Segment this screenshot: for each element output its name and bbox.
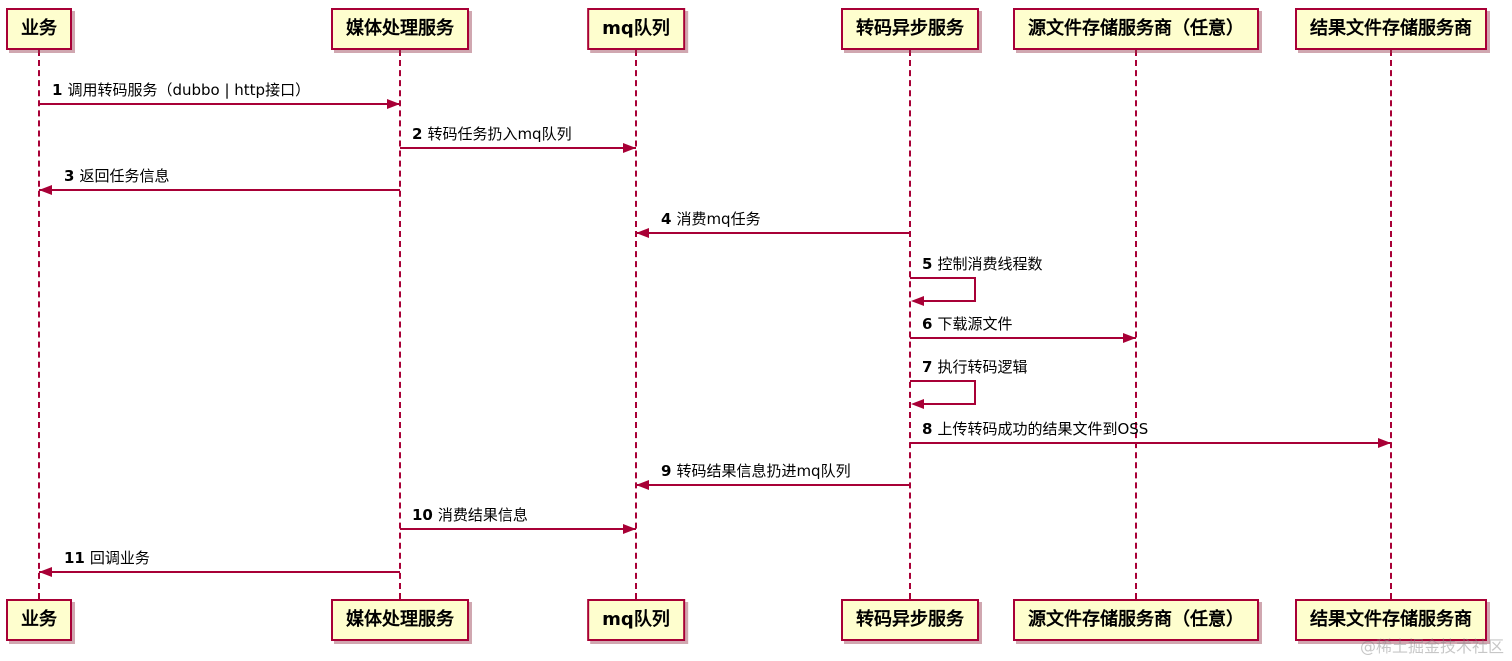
participant-mq-queue-bottom: mq队列 <box>587 599 685 641</box>
participant-transcode-async-service-bottom: 转码异步服务 <box>841 599 979 641</box>
participant-media-service-top: 媒体处理服务 <box>331 8 469 50</box>
message-7-line-bottom <box>923 403 976 405</box>
message-1-arrowhead <box>387 99 400 109</box>
message-6-number: 6 <box>922 315 933 333</box>
lifeline-transcode-async-service <box>909 50 911 599</box>
lifeline-business <box>38 50 40 599</box>
message-11-text: 回调业务 <box>89 549 150 567</box>
message-10-arrowhead <box>623 524 636 534</box>
message-9-line <box>636 484 910 486</box>
message-10-number: 10 <box>412 506 433 524</box>
message-2-number: 2 <box>412 125 423 143</box>
message-8-arrowhead <box>1378 438 1391 448</box>
message-11-arrowhead <box>39 567 52 577</box>
message-2-arrowhead <box>623 143 636 153</box>
message-8-text: 上传转码成功的结果文件到OSS <box>937 420 1149 438</box>
message-4-arrowhead <box>636 228 649 238</box>
lifeline-result-storage <box>1390 50 1392 599</box>
message-4-number: 4 <box>661 210 672 228</box>
lifeline-media-service <box>399 50 401 599</box>
message-10-line <box>400 528 636 530</box>
participant-transcode-async-service-top: 转码异步服务 <box>841 8 979 50</box>
watermark: @稀土掘金技术社区 <box>1359 637 1504 656</box>
message-9-text: 转码结果信息扔进mq队列 <box>676 462 851 480</box>
message-9-number: 9 <box>661 462 672 480</box>
message-4-line <box>636 232 910 234</box>
message-11-line <box>39 571 400 573</box>
message-6-arrowhead <box>1123 333 1136 343</box>
message-3-number: 3 <box>64 167 75 185</box>
message-3-line <box>39 189 400 191</box>
message-2-text: 转码任务扔入mq队列 <box>427 125 572 143</box>
message-5-number: 5 <box>922 255 933 273</box>
participant-business-top: 业务 <box>6 8 72 50</box>
lifeline-source-storage <box>1135 50 1137 599</box>
message-10-text: 消费结果信息 <box>437 506 528 524</box>
message-1-line <box>39 103 400 105</box>
participant-source-storage-bottom: 源文件存储服务商（任意） <box>1013 599 1259 641</box>
message-5-line-top <box>910 277 976 279</box>
message-2-line <box>400 147 636 149</box>
message-5-text: 控制消费线程数 <box>937 255 1043 273</box>
participant-source-storage-top: 源文件存储服务商（任意） <box>1013 8 1259 50</box>
message-4-text: 消费mq任务 <box>676 210 761 228</box>
message-7-arrowhead <box>911 399 924 409</box>
message-6-line <box>910 337 1136 339</box>
message-3-text: 返回任务信息 <box>79 167 170 185</box>
message-5-line-vertical <box>974 277 976 302</box>
message-5-line-bottom <box>923 300 976 302</box>
message-1-text: 调用转码服务（dubbo | http接口） <box>67 81 311 99</box>
lifeline-mq-queue <box>635 50 637 599</box>
message-8-line <box>910 442 1391 444</box>
message-8-number: 8 <box>922 420 933 438</box>
message-7-text: 执行转码逻辑 <box>937 358 1028 376</box>
participant-business-bottom: 业务 <box>6 599 72 641</box>
message-11-number: 11 <box>64 549 85 567</box>
message-1-number: 1 <box>52 81 63 99</box>
message-9-arrowhead <box>636 480 649 490</box>
message-3-arrowhead <box>39 185 52 195</box>
participant-result-storage-top: 结果文件存储服务商 <box>1295 8 1487 50</box>
message-6-text: 下载源文件 <box>937 315 1013 333</box>
participant-result-storage-bottom: 结果文件存储服务商 <box>1295 599 1487 641</box>
participant-mq-queue-top: mq队列 <box>587 8 685 50</box>
message-7-line-vertical <box>974 380 976 405</box>
participant-media-service-bottom: 媒体处理服务 <box>331 599 469 641</box>
message-7-line-top <box>910 380 976 382</box>
message-5-arrowhead <box>911 296 924 306</box>
message-7-number: 7 <box>922 358 933 376</box>
